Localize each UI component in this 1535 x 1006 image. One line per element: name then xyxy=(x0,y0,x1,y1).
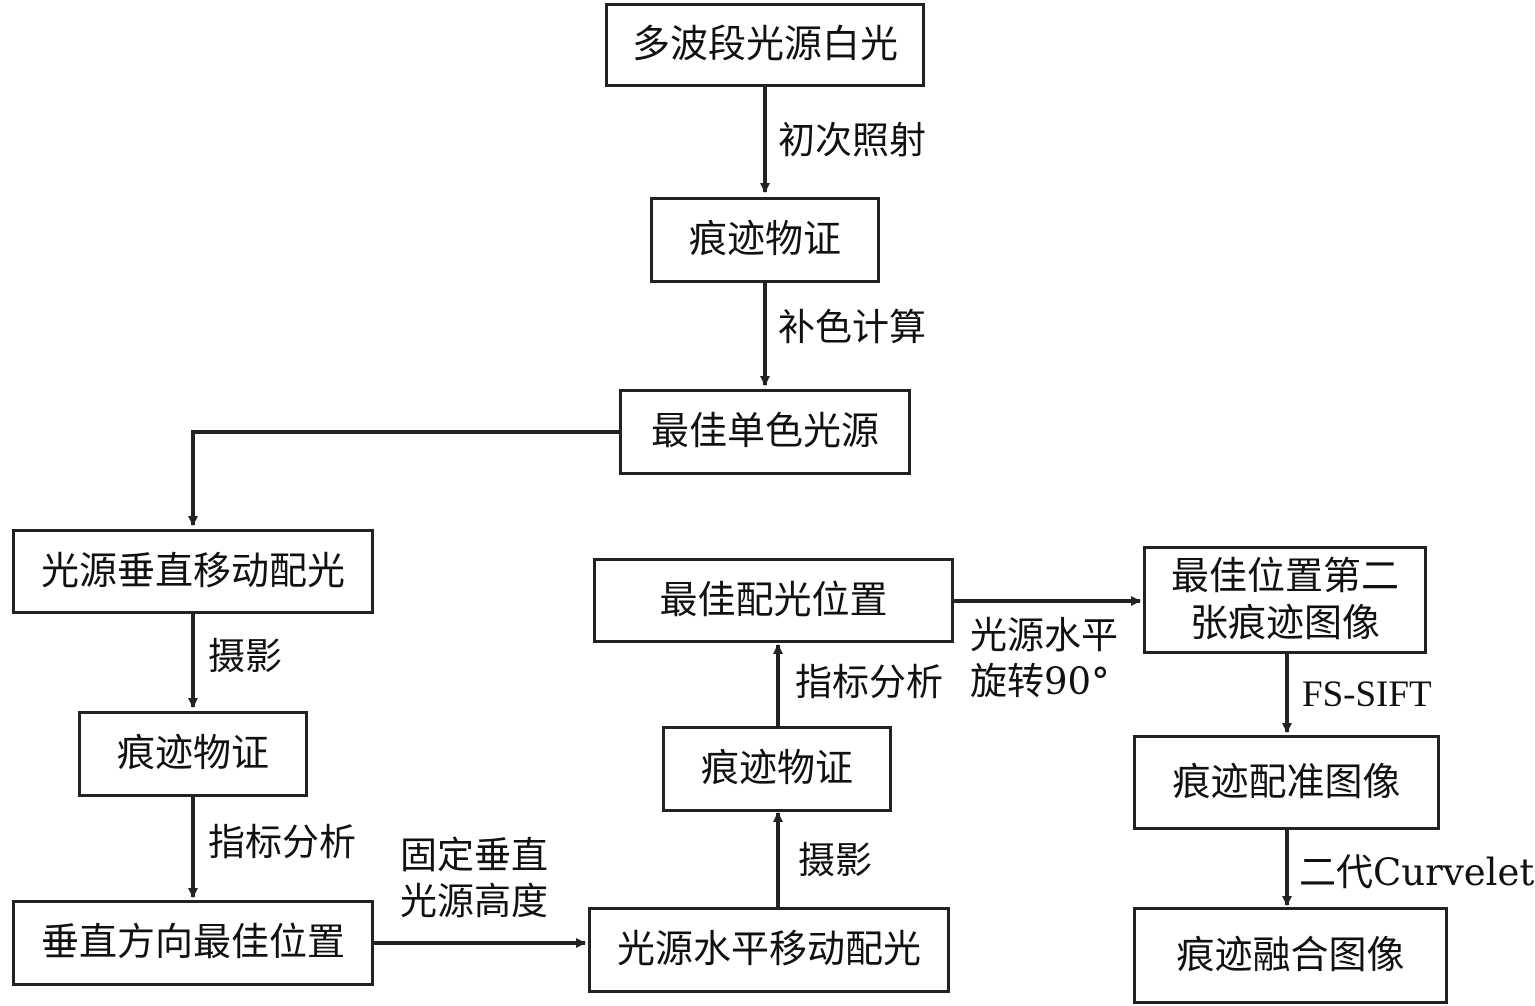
edge-label-initial-irradiation: 初次照射 xyxy=(778,119,926,162)
arrow-mono-to-vertical xyxy=(188,430,620,526)
node-best-light-position: 最佳配光位置 xyxy=(593,558,954,643)
node-horizontal-move: 光源水平移动配光 xyxy=(588,907,950,993)
node-trace-evidence-top: 痕迹物证 xyxy=(650,197,880,283)
edge-label-curvelet: 二代Curvelet xyxy=(1299,851,1535,894)
node-fused-image: 痕迹融合图像 xyxy=(1133,907,1448,1004)
edge-label-fix-vertical-height: 固定垂直 光源高度 xyxy=(400,834,548,924)
node-trace-evidence-mid: 痕迹物证 xyxy=(662,726,892,812)
edge-label-index-analysis-left: 指标分析 xyxy=(208,821,356,864)
edge-label-photograph-mid: 摄影 xyxy=(798,839,872,882)
node-trace-evidence-left: 痕迹物证 xyxy=(78,711,308,797)
edge-label-fs-sift: FS-SIFT xyxy=(1302,674,1432,715)
edge-label-index-analysis-mid: 指标分析 xyxy=(795,661,943,704)
node-best-mono-light: 最佳单色光源 xyxy=(619,389,911,475)
node-second-trace-image: 最佳位置第二张痕迹图像 xyxy=(1143,546,1427,654)
node-white-light: 多波段光源白光 xyxy=(605,3,925,87)
edge-label-horizontal-rotate: 光源水平 旋转90° xyxy=(970,614,1118,704)
node-vertical-move: 光源垂直移动配光 xyxy=(12,529,374,614)
edge-label-photograph-left: 摄影 xyxy=(208,635,282,678)
node-vertical-best: 垂直方向最佳位置 xyxy=(12,900,374,986)
node-registered-image: 痕迹配准图像 xyxy=(1133,735,1440,830)
edge-label-complementary-calc: 补色计算 xyxy=(778,306,926,349)
